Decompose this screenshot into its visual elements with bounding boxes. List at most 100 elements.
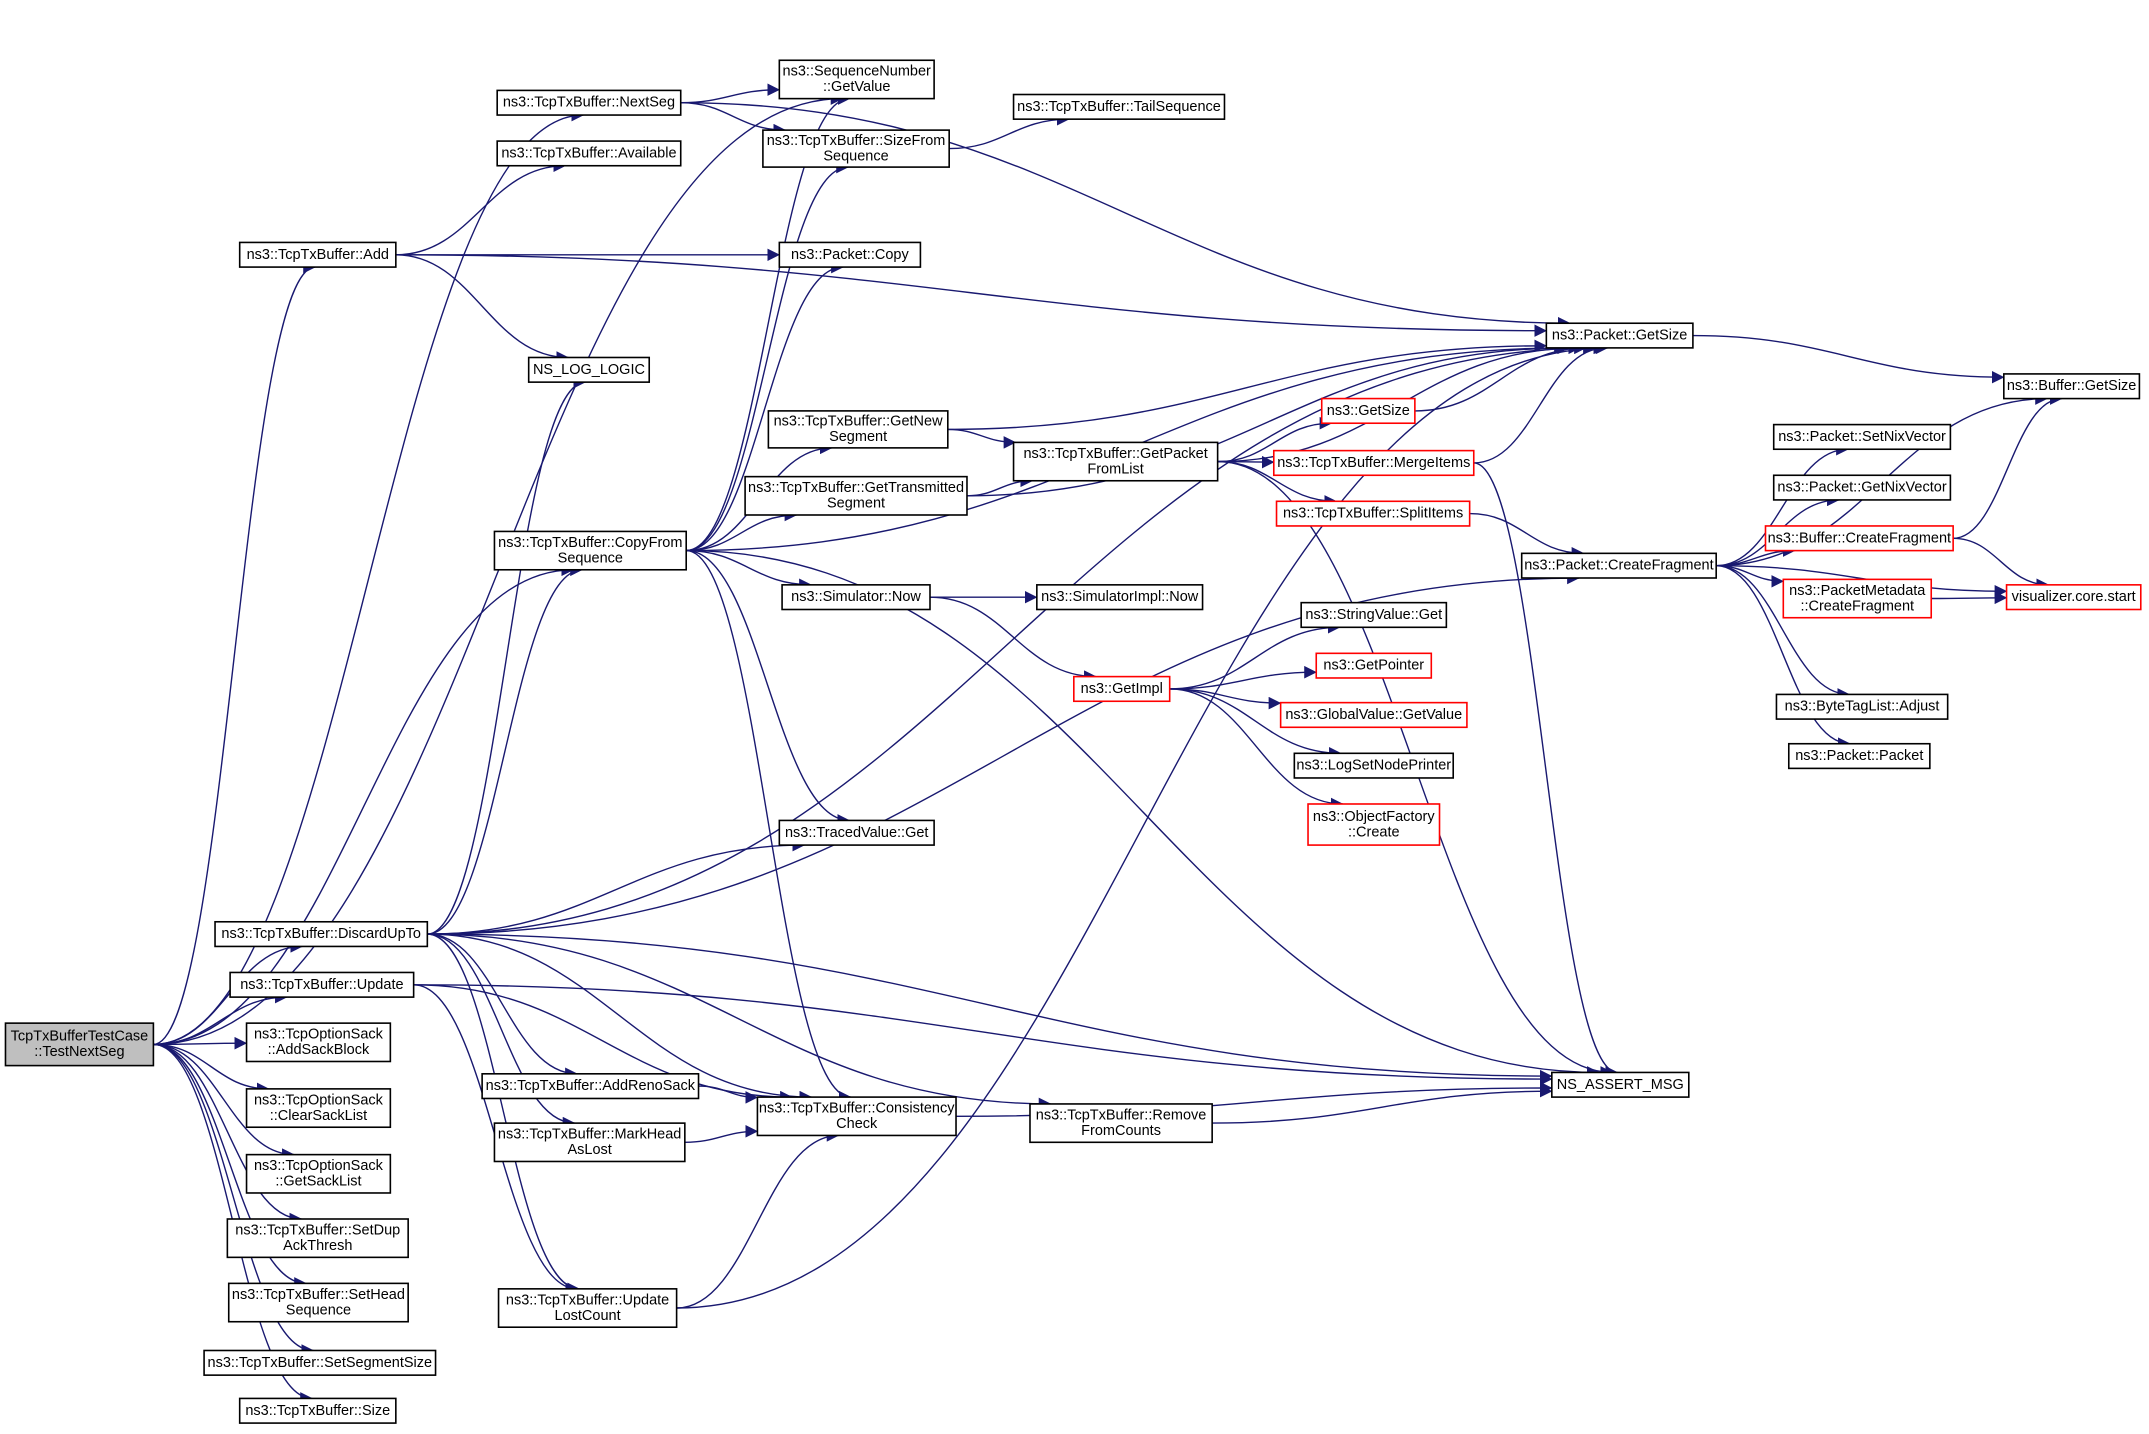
node-setseg[interactable]: ns3::TcpTxBuffer::SetSegmentSize	[203, 1349, 437, 1376]
node-box	[1307, 803, 1441, 846]
node-split[interactable]: ns3::TcpTxBuffer::SplitItems	[1275, 500, 1471, 527]
node-label: ns3::TcpTxBuffer::Add	[247, 247, 389, 263]
node-pmcreatefrag[interactable]: ns3::PacketMetadata::CreateFragment	[1782, 578, 1933, 619]
node-simimplnow[interactable]: ns3::SimulatorImpl::Now	[1036, 584, 1204, 611]
edge-add-to-nslog	[395, 254, 569, 364]
node-box	[481, 1073, 700, 1100]
node-objcreate[interactable]: ns3::ObjectFactory::Create	[1307, 803, 1441, 846]
node-vizstart[interactable]: visualizer.core.start	[2005, 584, 2142, 611]
edge-merge-to-pgetsize	[1473, 341, 1607, 464]
node-strget[interactable]: ns3::StringValue::Get	[1300, 601, 1448, 629]
node-root[interactable]: TcpTxBufferTestCase::TestNextSeg	[4, 1022, 155, 1067]
node-nslog[interactable]: NS_LOG_LOGIC	[527, 356, 651, 383]
node-simnow[interactable]: ns3::Simulator::Now	[781, 584, 931, 611]
node-bgetsize[interactable]: ns3::Buffer::GetSize	[2003, 373, 2141, 400]
node-size[interactable]: ns3::TcpTxBuffer::Size	[238, 1397, 397, 1424]
node-label: LostCount	[555, 1308, 621, 1324]
node-add[interactable]: ns3::TcpTxBuffer::Add	[238, 241, 397, 268]
node-addreno[interactable]: ns3::TcpTxBuffer::AddRenoSack	[481, 1073, 700, 1100]
edge	[413, 984, 1553, 1086]
node-label: ns3::Simulator::Now	[791, 589, 921, 605]
edge-layer	[153, 83, 2063, 1405]
edge	[427, 933, 813, 1104]
edge	[676, 341, 1609, 1309]
node-label: ns3::TcpTxBuffer::Available	[501, 145, 676, 161]
edge	[427, 838, 806, 935]
node-box	[1320, 397, 1416, 425]
node-label: ::AddSackBlock	[268, 1042, 370, 1058]
node-nsassert[interactable]: NS_ASSERT_MSG	[1551, 1071, 1690, 1098]
node-seqget[interactable]: ns3::SequenceNumber::GetValue	[778, 59, 935, 100]
edge	[686, 260, 844, 552]
edge-update-to-nsassert	[413, 984, 1553, 1086]
node-label: ::TestNextSeg	[34, 1044, 124, 1060]
node-box	[238, 241, 397, 268]
edge-pcreatefrag-to-bytetag	[1716, 565, 1850, 701]
edge	[686, 549, 812, 592]
node-label: Sequence	[286, 1302, 351, 1318]
edge-nextseg-to-sizefrom	[680, 102, 787, 137]
node-merge[interactable]: ns3::TcpTxBuffer::MergeItems	[1272, 449, 1475, 477]
node-pcopy[interactable]: ns3::Packet::Copy	[778, 241, 922, 268]
node-addsack[interactable]: ns3::TcpOptionSack::AddSackBlock	[245, 1022, 392, 1063]
edge	[966, 341, 1571, 497]
node-tracedget[interactable]: ns3::TracedValue::Get	[778, 819, 935, 846]
node-getsack[interactable]: ns3::TcpOptionSack::GetSackList	[245, 1153, 392, 1194]
edge-update-to-consistency	[413, 984, 793, 1104]
node-bcreatefrag[interactable]: ns3::Buffer::CreateFragment	[1764, 525, 1954, 552]
edge	[1212, 1084, 1553, 1124]
node-nextseg[interactable]: ns3::TcpTxBuffer::NextSeg	[496, 89, 682, 116]
node-box	[767, 410, 949, 449]
node-ppacket[interactable]: ns3::Packet::Packet	[1787, 742, 1931, 770]
edge-getimpl-to-getpointer	[1169, 665, 1317, 690]
node-globalget[interactable]: ns3::GlobalValue::GetValue	[1279, 701, 1468, 729]
node-label: ns3::Packet::CreateFragment	[1524, 558, 1713, 574]
node-setnix[interactable]: ns3::Packet::SetNixVector	[1772, 423, 1952, 451]
edge-copyfrom-to-pcopy	[686, 260, 844, 552]
node-label: ns3::TcpTxBuffer::NextSeg	[503, 95, 675, 111]
node-update[interactable]: ns3::TcpTxBuffer::Update	[229, 971, 415, 998]
edge	[413, 984, 793, 1104]
node-available[interactable]: ns3::TcpTxBuffer::Available	[496, 140, 682, 167]
edge	[427, 571, 1580, 935]
node-box	[497, 1288, 678, 1329]
edge	[427, 933, 576, 1130]
edge-updatelost-to-consistency	[676, 1129, 840, 1309]
node-discard[interactable]: ns3::TcpTxBuffer::DiscardUpTo	[214, 920, 429, 948]
edge-merge-to-nsassert	[1473, 462, 1619, 1079]
node-pgetsize[interactable]: ns3::Packet::GetSize	[1545, 322, 1694, 349]
node-label: ns3::TcpTxBuffer::Update	[506, 1292, 669, 1308]
edge	[395, 254, 569, 364]
node-label: ns3::TcpTxBuffer::GetPacket	[1023, 446, 1207, 462]
node-getsizefn[interactable]: ns3::GetSize	[1320, 397, 1416, 425]
node-label: ns3::TcpTxBuffer::CopyFrom	[498, 535, 682, 551]
node-bytetag[interactable]: ns3::ByteTagList::Adjust	[1775, 693, 1949, 720]
node-clearsack[interactable]: ns3::TcpOptionSack::ClearSackList	[245, 1088, 392, 1129]
node-tailseq[interactable]: ns3::TcpTxBuffer::TailSequence	[1012, 93, 1226, 120]
node-box	[2005, 584, 2142, 611]
edge	[947, 428, 1017, 449]
node-box	[214, 920, 429, 948]
edge-getimpl-to-objcreate	[1169, 688, 1344, 811]
node-getpointer[interactable]: ns3::GetPointer	[1315, 652, 1433, 679]
node-label: NS_ASSERT_MSG	[1557, 1077, 1684, 1093]
node-label: visualizer.core.start	[2012, 589, 2136, 605]
node-label: ns3::TcpTxBuffer::Remove	[1036, 1107, 1207, 1123]
node-label: Sequence	[558, 550, 623, 566]
node-label: ns3::Packet::GetNixVector	[1777, 480, 1946, 496]
node-pcreatefrag[interactable]: ns3::Packet::CreateFragment	[1520, 552, 1717, 579]
node-lognode[interactable]: ns3::LogSetNodePrinter	[1293, 752, 1455, 779]
node-getnix[interactable]: ns3::Packet::GetNixVector	[1772, 474, 1952, 501]
node-getimpl[interactable]: ns3::GetImpl	[1073, 675, 1171, 703]
